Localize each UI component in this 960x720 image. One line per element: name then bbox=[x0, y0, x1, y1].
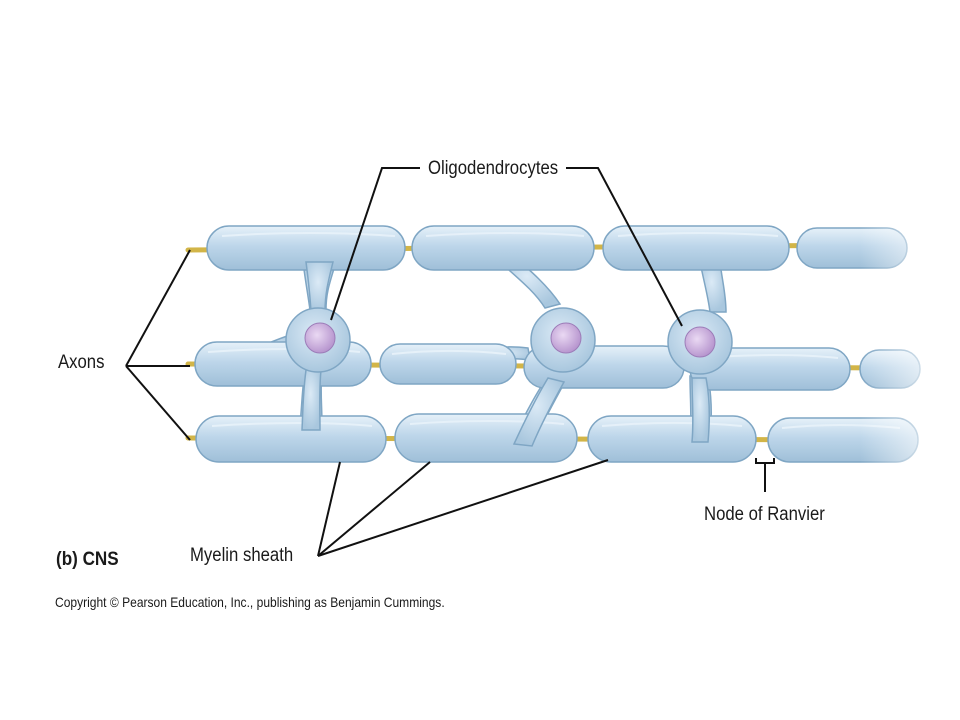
myelin-sheath-segment bbox=[379, 343, 517, 385]
oligodendrocyte-1 bbox=[285, 307, 351, 373]
leader-myelin-2 bbox=[317, 461, 431, 557]
leader-axons-top bbox=[125, 249, 191, 367]
label-oligodendrocytes: Oligodendrocytes bbox=[428, 158, 559, 179]
label-node-of-ranvier: Node of Ranvier bbox=[704, 504, 825, 525]
leader-oligodendrocytes-left bbox=[330, 167, 420, 321]
leader-lines bbox=[125, 167, 775, 557]
leader-axons-bottom bbox=[125, 365, 191, 441]
label-axons: Axons bbox=[58, 352, 105, 373]
myelin-sheath-segment bbox=[206, 225, 406, 271]
oligodendrocyte-2 bbox=[530, 307, 596, 373]
nucleus bbox=[550, 322, 582, 354]
oligodendrocyte-cell-bodies bbox=[285, 307, 733, 375]
copyright-notice: Copyright © Pearson Education, Inc., pub… bbox=[55, 594, 445, 610]
nucleus bbox=[684, 326, 716, 358]
myelin-sheath-segment bbox=[411, 225, 595, 271]
oligodendrocyte-3 bbox=[667, 309, 733, 375]
leader-oligodendrocytes-right bbox=[566, 167, 683, 327]
nucleus bbox=[304, 322, 336, 354]
myelin-sheath-segment bbox=[602, 225, 790, 271]
label-myelin-sheath: Myelin sheath bbox=[190, 545, 294, 566]
myelin-sheath-segment bbox=[195, 415, 387, 463]
leader-myelin-3 bbox=[317, 459, 609, 557]
panel-label: (b) CNS bbox=[56, 549, 119, 570]
myelin-sheath-segment bbox=[587, 415, 757, 463]
node-of-ranvier-bracket bbox=[755, 458, 775, 464]
leader-myelin-1 bbox=[317, 461, 341, 557]
